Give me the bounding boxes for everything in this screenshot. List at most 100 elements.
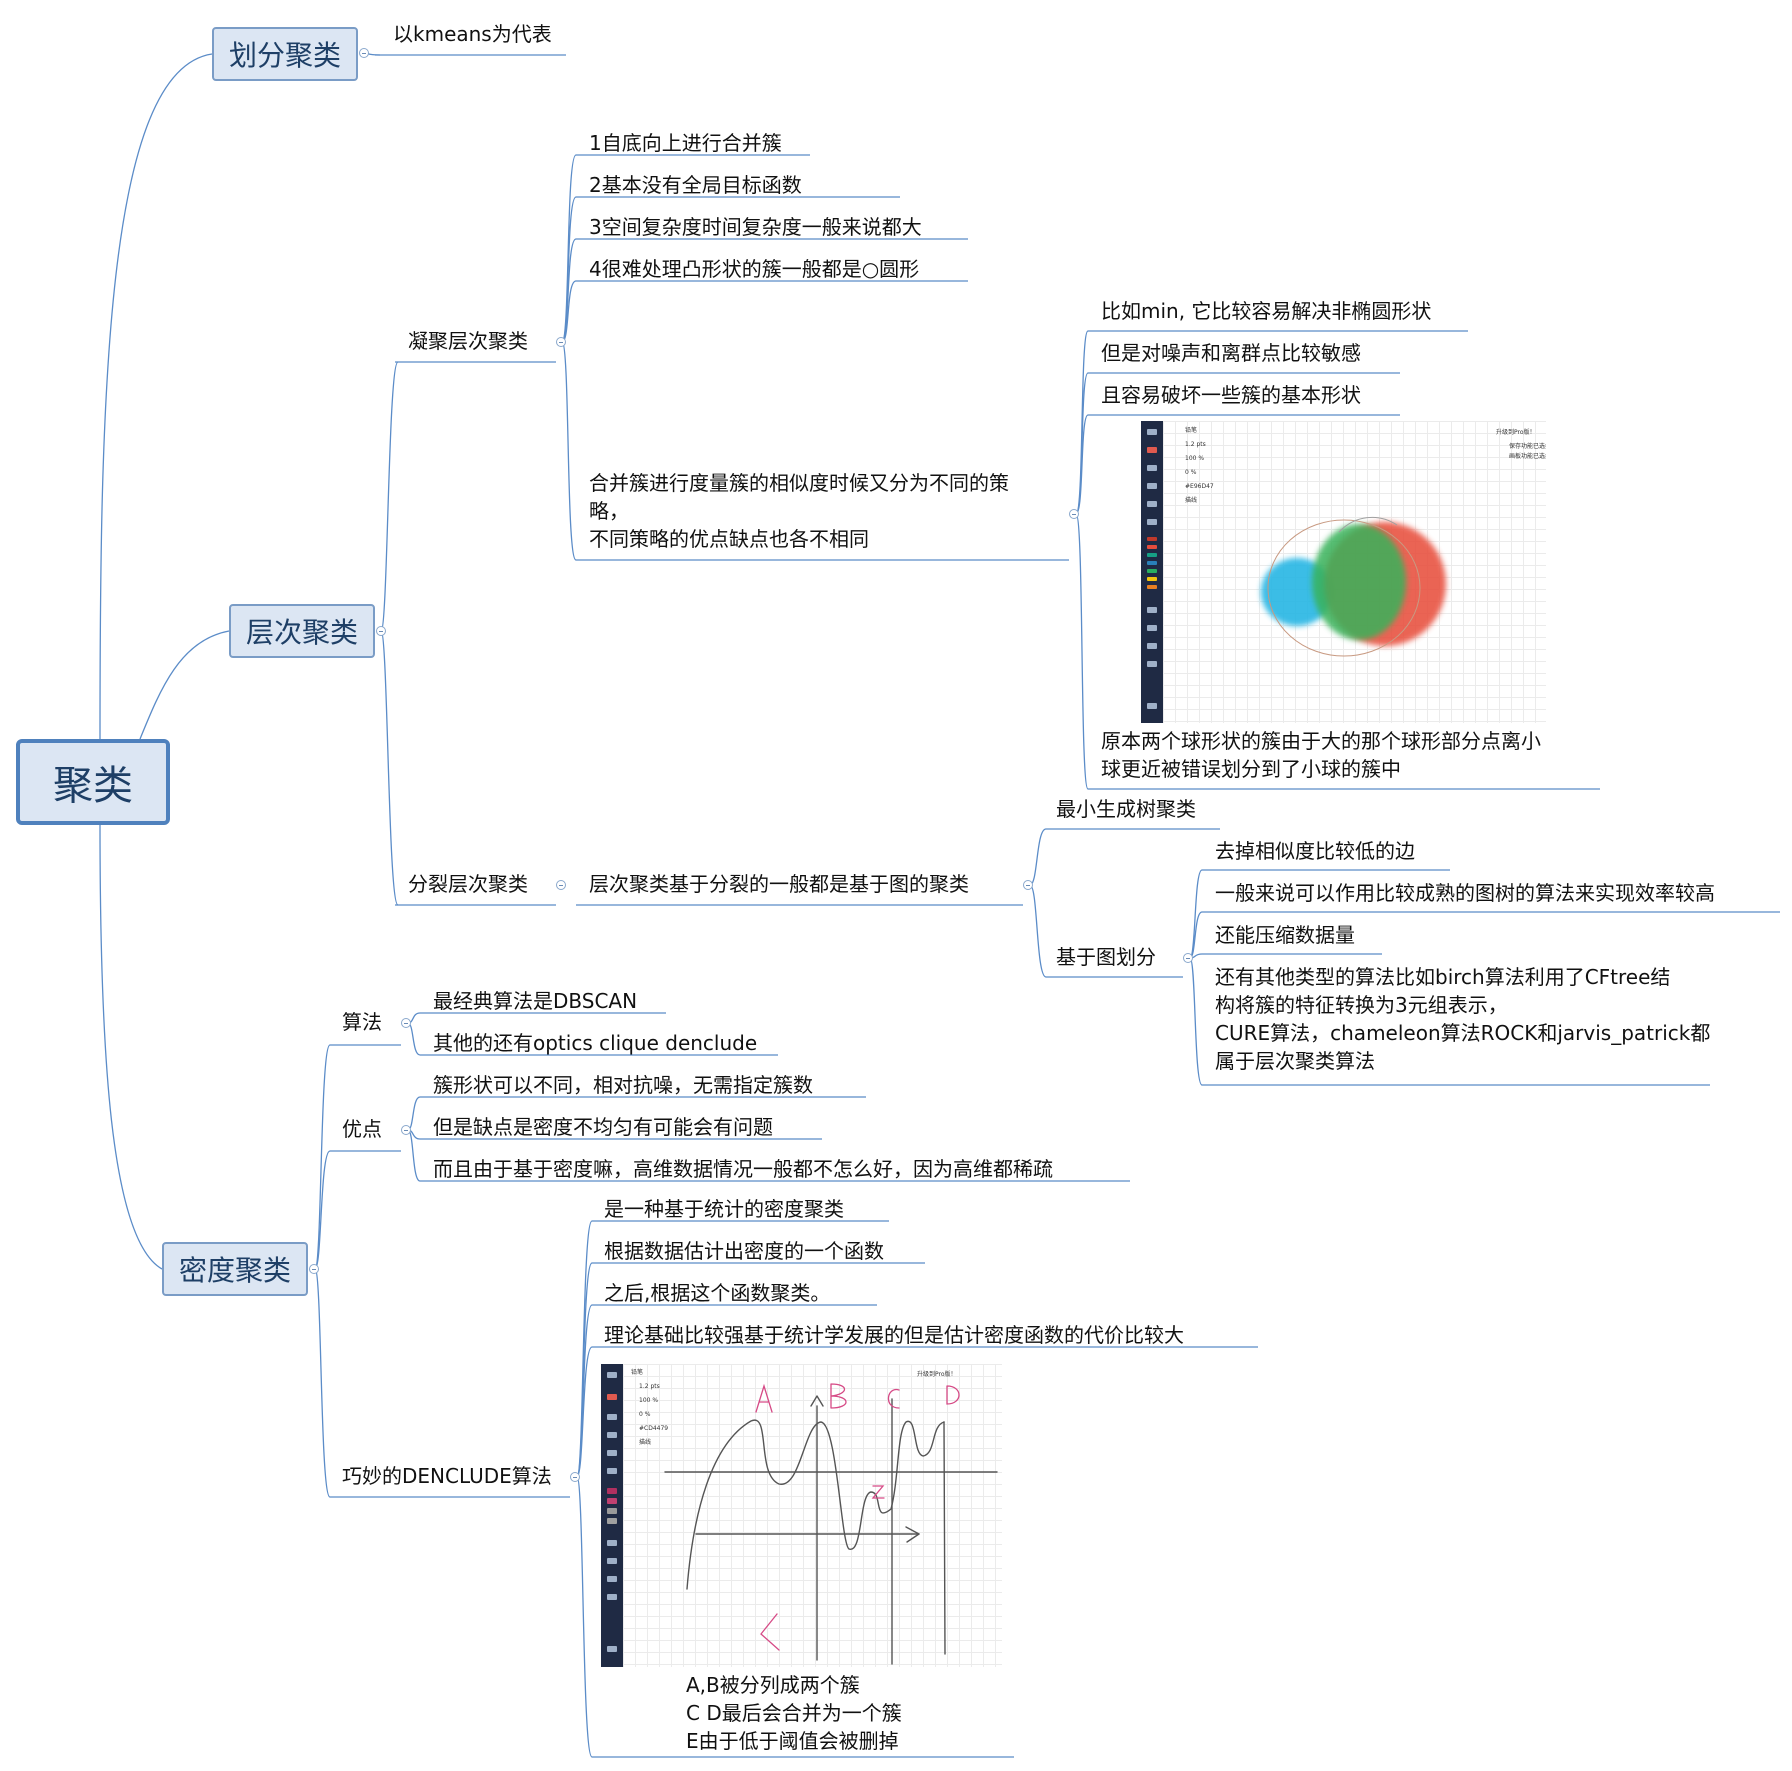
note-line: CURE算法，chameleon算法ROCK和jarvis_patrick都 xyxy=(1215,1021,1711,1045)
connector-density-denclude xyxy=(314,1268,331,1498)
cluster-blobs xyxy=(1261,516,1446,657)
toggle-strategy[interactable] xyxy=(1069,509,1079,519)
algorithms-label[interactable]: 算法 xyxy=(342,1010,382,1034)
caption-line: 球更近被错误划分到了小球的簇中 xyxy=(1101,757,1401,781)
tool-row: 0 % xyxy=(639,1411,651,1418)
caption-line: A,B被分列成两个簇 xyxy=(686,1673,860,1697)
strategy-detail[interactable]: 但是对噪声和离群点比较敏感 xyxy=(1101,341,1361,365)
strategy-detail[interactable]: 且容易破坏一些簇的基本形状 xyxy=(1101,383,1361,407)
toggle-agglomerative[interactable] xyxy=(556,337,566,347)
connector-hier-divisive xyxy=(380,630,399,906)
toggle-algorithms[interactable] xyxy=(401,1018,411,1028)
connector-advantage-item xyxy=(407,1129,421,1182)
connector-strategy-caption xyxy=(1075,513,1089,790)
partition-node[interactable]: 划分聚类 xyxy=(212,27,358,81)
strategy-note[interactable]: 合并簇进行度量簇的相似度时候又分为不同的策 略， 不同策略的优点缺点也各不相同 xyxy=(589,469,1079,553)
advantage-item[interactable]: 簇形状可以不同，相对抗噪，无需指定簇数 xyxy=(433,1073,813,1097)
connector-algorithm-item xyxy=(407,1022,421,1056)
density-label: 密度聚类 xyxy=(178,1254,291,1287)
tool-row: 铅笔 xyxy=(631,1369,644,1376)
note-line: 属于层次聚类算法 xyxy=(1215,1049,1375,1073)
drawing-app-sidebar xyxy=(601,1364,623,1667)
tool-row: 1.2 pts xyxy=(639,1383,660,1390)
tool-row: #CD4479 xyxy=(639,1425,669,1432)
graph-partition-item[interactable]: 去掉相似度比较低的边 xyxy=(1215,839,1415,863)
partition-label: 划分聚类 xyxy=(228,39,341,72)
mst-label[interactable]: 最小生成树聚类 xyxy=(1056,797,1196,821)
caption-line: C D最后会合并为一个簇 xyxy=(686,1701,902,1725)
tool-row: 0 % xyxy=(1185,469,1197,476)
toggle-graph-partition[interactable] xyxy=(1183,953,1193,963)
toggle-hierarchical[interactable] xyxy=(376,626,386,636)
connector-density-algorithms xyxy=(314,1044,331,1270)
other-algorithms-note[interactable]: 还有其他类型的算法比如birch算法利用了CFtree结 构将簇的特征转换为3元… xyxy=(1215,963,1715,1075)
panel-note: 画板功能已选择 xyxy=(1509,453,1546,460)
note-line: 构将簇的特征转换为3元组表示， xyxy=(1215,993,1508,1017)
denclude-item[interactable]: 是一种基于统计的密度聚类 xyxy=(604,1197,844,1221)
connector-agglo-strategy xyxy=(561,341,577,561)
agglomerative-point[interactable]: 2基本没有全局目标函数 xyxy=(589,173,802,197)
drawing-app-sidebar xyxy=(1141,421,1163,723)
note-line: 还有其他类型的算法比如birch算法利用了CFtree结 xyxy=(1215,965,1671,989)
connector-root-partition xyxy=(99,53,213,740)
caption-line: 原本两个球形状的簇由于大的那个球形部分点离小 xyxy=(1101,729,1541,753)
upgrade-link: 升级到Pro版！ xyxy=(1496,429,1536,436)
connector-hier-agglo xyxy=(380,361,399,632)
graph-partition-item[interactable]: 还能压缩数据量 xyxy=(1215,923,1355,947)
hierarchical-node[interactable]: 层次聚类 xyxy=(229,604,375,658)
connector-denclude-caption xyxy=(576,1476,593,1758)
hierarchical-label: 层次聚类 xyxy=(245,616,358,649)
connector-denclude-item xyxy=(576,1346,593,1478)
strategy-detail[interactable]: 比如min, 它比较容易解决非椭圆形状 xyxy=(1101,299,1432,323)
advantage-item[interactable]: 但是缺点是密度不均匀有可能会有问题 xyxy=(433,1115,773,1139)
connector-advantage-item xyxy=(407,1096,421,1131)
cluster-sketch-image[interactable]: 铅笔 1.2 pts 100 % 0 % #E96D47 描线 升级到Pro版！… xyxy=(1141,421,1546,723)
advantage-item[interactable]: 而且由于基于密度嘛，高维数据情况一般都不怎么好，因为高维都稀疏 xyxy=(433,1157,1053,1181)
algorithm-item[interactable]: 其他的还有optics clique denclude xyxy=(433,1031,758,1055)
upgrade-link: 升级到Pro版！ xyxy=(917,1371,957,1378)
toggle-divisive[interactable] xyxy=(556,880,566,890)
connector-divisive-graph xyxy=(1029,884,1047,978)
agglomerative-point[interactable]: 4很难处理凸形状的簇一般都是○圆形 xyxy=(589,257,920,281)
tool-row: 100 % xyxy=(1185,455,1205,462)
panel-note: 保存功能已选择 xyxy=(1509,443,1546,450)
strategy-line: 略， xyxy=(589,499,629,523)
cluster-image-caption[interactable]: 原本两个球形状的簇由于大的那个球形部分点离小 球更近被错误划分到了小球的簇中 xyxy=(1101,727,1601,783)
connector-root-hierarchical xyxy=(139,630,230,740)
agglomerative-point[interactable]: 1自底向上进行合并簇 xyxy=(589,131,782,155)
tool-row: 描线 xyxy=(639,1439,652,1446)
denclude-label[interactable]: 巧妙的DENCLUDE算法 xyxy=(342,1464,552,1488)
agglomerative-label[interactable]: 凝聚层次聚类 xyxy=(408,329,528,353)
connector-root-density xyxy=(99,824,163,1270)
toggle-advantages[interactable] xyxy=(401,1125,411,1135)
toggle-density[interactable] xyxy=(309,1264,319,1274)
denclude-item[interactable]: 根据数据估计出密度的一个函数 xyxy=(604,1239,884,1263)
tool-row: #E96D47 xyxy=(1185,483,1214,490)
density-image-caption[interactable]: A,B被分列成两个簇 C D最后会合并为一个簇 E由于低于阈值会被删掉 xyxy=(686,1671,1006,1755)
root-node[interactable]: 聚类 xyxy=(16,739,170,825)
toggle-partition[interactable] xyxy=(359,48,369,58)
density-node[interactable]: 密度聚类 xyxy=(162,1242,308,1296)
density-curve-sketch xyxy=(664,1383,998,1665)
connector-graph-other xyxy=(1189,957,1203,1086)
toggle-divisive-desc[interactable] xyxy=(1023,880,1033,890)
root-label: 聚类 xyxy=(53,763,133,809)
graph-partition-item[interactable]: 一般来说可以作用比较成熟的图树的算法来实现效率较高 xyxy=(1215,881,1715,905)
connector-divisive-mst xyxy=(1029,828,1047,886)
toggle-denclude[interactable] xyxy=(570,1472,580,1482)
divisive-desc[interactable]: 层次聚类基于分裂的一般都是基于图的聚类 xyxy=(589,872,969,896)
denclude-item[interactable]: 之后,根据这个函数聚类。 xyxy=(604,1281,831,1305)
caption-line: E由于低于阈值会被删掉 xyxy=(686,1729,899,1753)
density-sketch-image[interactable]: 铅笔 1.2 pts 100 % 0 % #CD4479 描线 升级到Pro版！ xyxy=(601,1364,1002,1667)
advantages-label[interactable]: 优点 xyxy=(342,1117,382,1141)
partition-note[interactable]: 以kmeans为代表 xyxy=(393,22,552,46)
algorithm-item[interactable]: 最经典算法是DBSCAN xyxy=(433,989,638,1013)
denclude-item[interactable]: 理论基础比较强基于统计学发展的但是估计密度函数的代价比较大 xyxy=(604,1323,1184,1347)
drawing-grid xyxy=(623,1364,1002,1667)
tool-row: 100 % xyxy=(639,1397,659,1404)
graph-partition-label[interactable]: 基于图划分 xyxy=(1056,945,1156,969)
strategy-line: 不同策略的优点缺点也各不相同 xyxy=(589,527,869,551)
divisive-label[interactable]: 分裂层次聚类 xyxy=(408,872,528,896)
agglomerative-point[interactable]: 3空间复杂度时间复杂度一般来说都大 xyxy=(589,215,922,239)
